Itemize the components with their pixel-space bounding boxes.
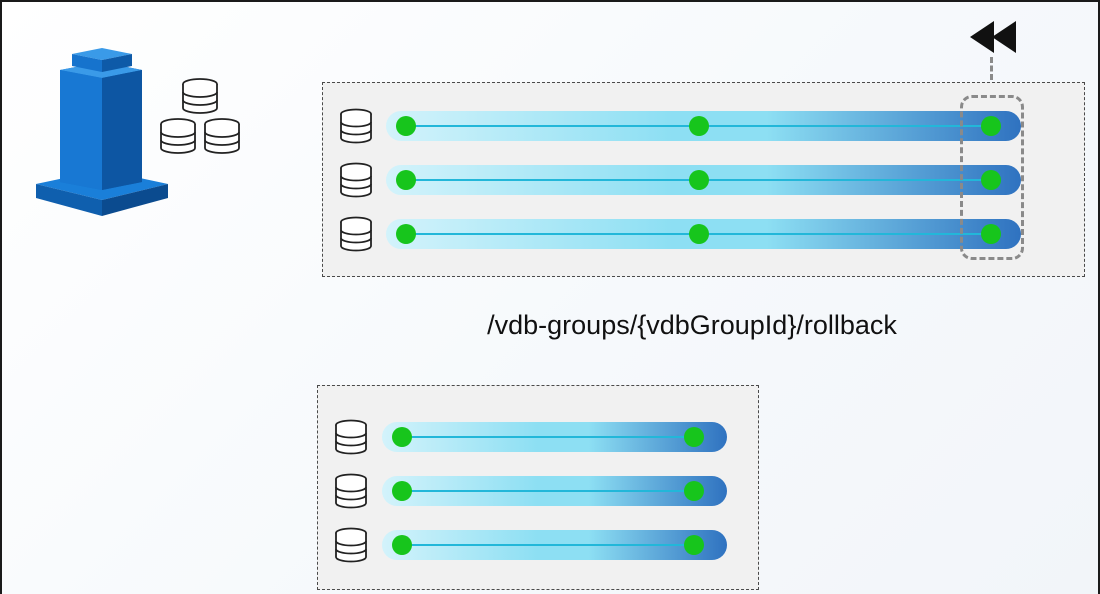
snapshot-dot <box>981 170 1001 190</box>
office-building-icon <box>36 48 168 216</box>
snapshot-dot <box>684 427 704 447</box>
vdb-timeline <box>382 422 727 452</box>
vdb-timeline <box>386 165 1021 195</box>
database-icon <box>334 473 368 509</box>
rewind-icon <box>970 21 1016 53</box>
snapshot-dot <box>688 170 709 190</box>
vdb-timeline <box>386 219 1021 249</box>
database-icon <box>334 527 368 563</box>
snapshot-dot <box>688 116 709 136</box>
snapshot-dot <box>392 427 412 447</box>
database-icon <box>339 108 373 144</box>
snapshot-dot <box>396 116 416 136</box>
database-icon <box>339 162 373 198</box>
snapshot-dot <box>981 116 1001 136</box>
snapshot-dot <box>688 224 709 244</box>
api-endpoint-caption: /vdb-groups/{vdbGroupId}/rollback <box>487 310 897 340</box>
snapshot-dot <box>396 224 416 244</box>
database-icon <box>339 216 373 252</box>
snapshot-dot <box>684 535 704 555</box>
database-icon <box>334 419 368 455</box>
snapshot-dot <box>392 481 412 501</box>
timeline-line <box>396 436 697 438</box>
database-stack-icon <box>160 78 240 154</box>
vdb-timeline <box>386 111 1021 141</box>
vdb-timeline <box>382 530 727 560</box>
snapshot-dot <box>396 170 416 190</box>
timeline-line <box>396 544 697 546</box>
snapshot-dot <box>392 535 412 555</box>
timeline-line <box>396 490 697 492</box>
rollback-connector <box>990 57 997 97</box>
snapshot-dot <box>981 224 1001 244</box>
snapshot-dot <box>684 481 704 501</box>
vdb-timeline <box>382 476 727 506</box>
rollback-target-highlight <box>960 95 1024 260</box>
